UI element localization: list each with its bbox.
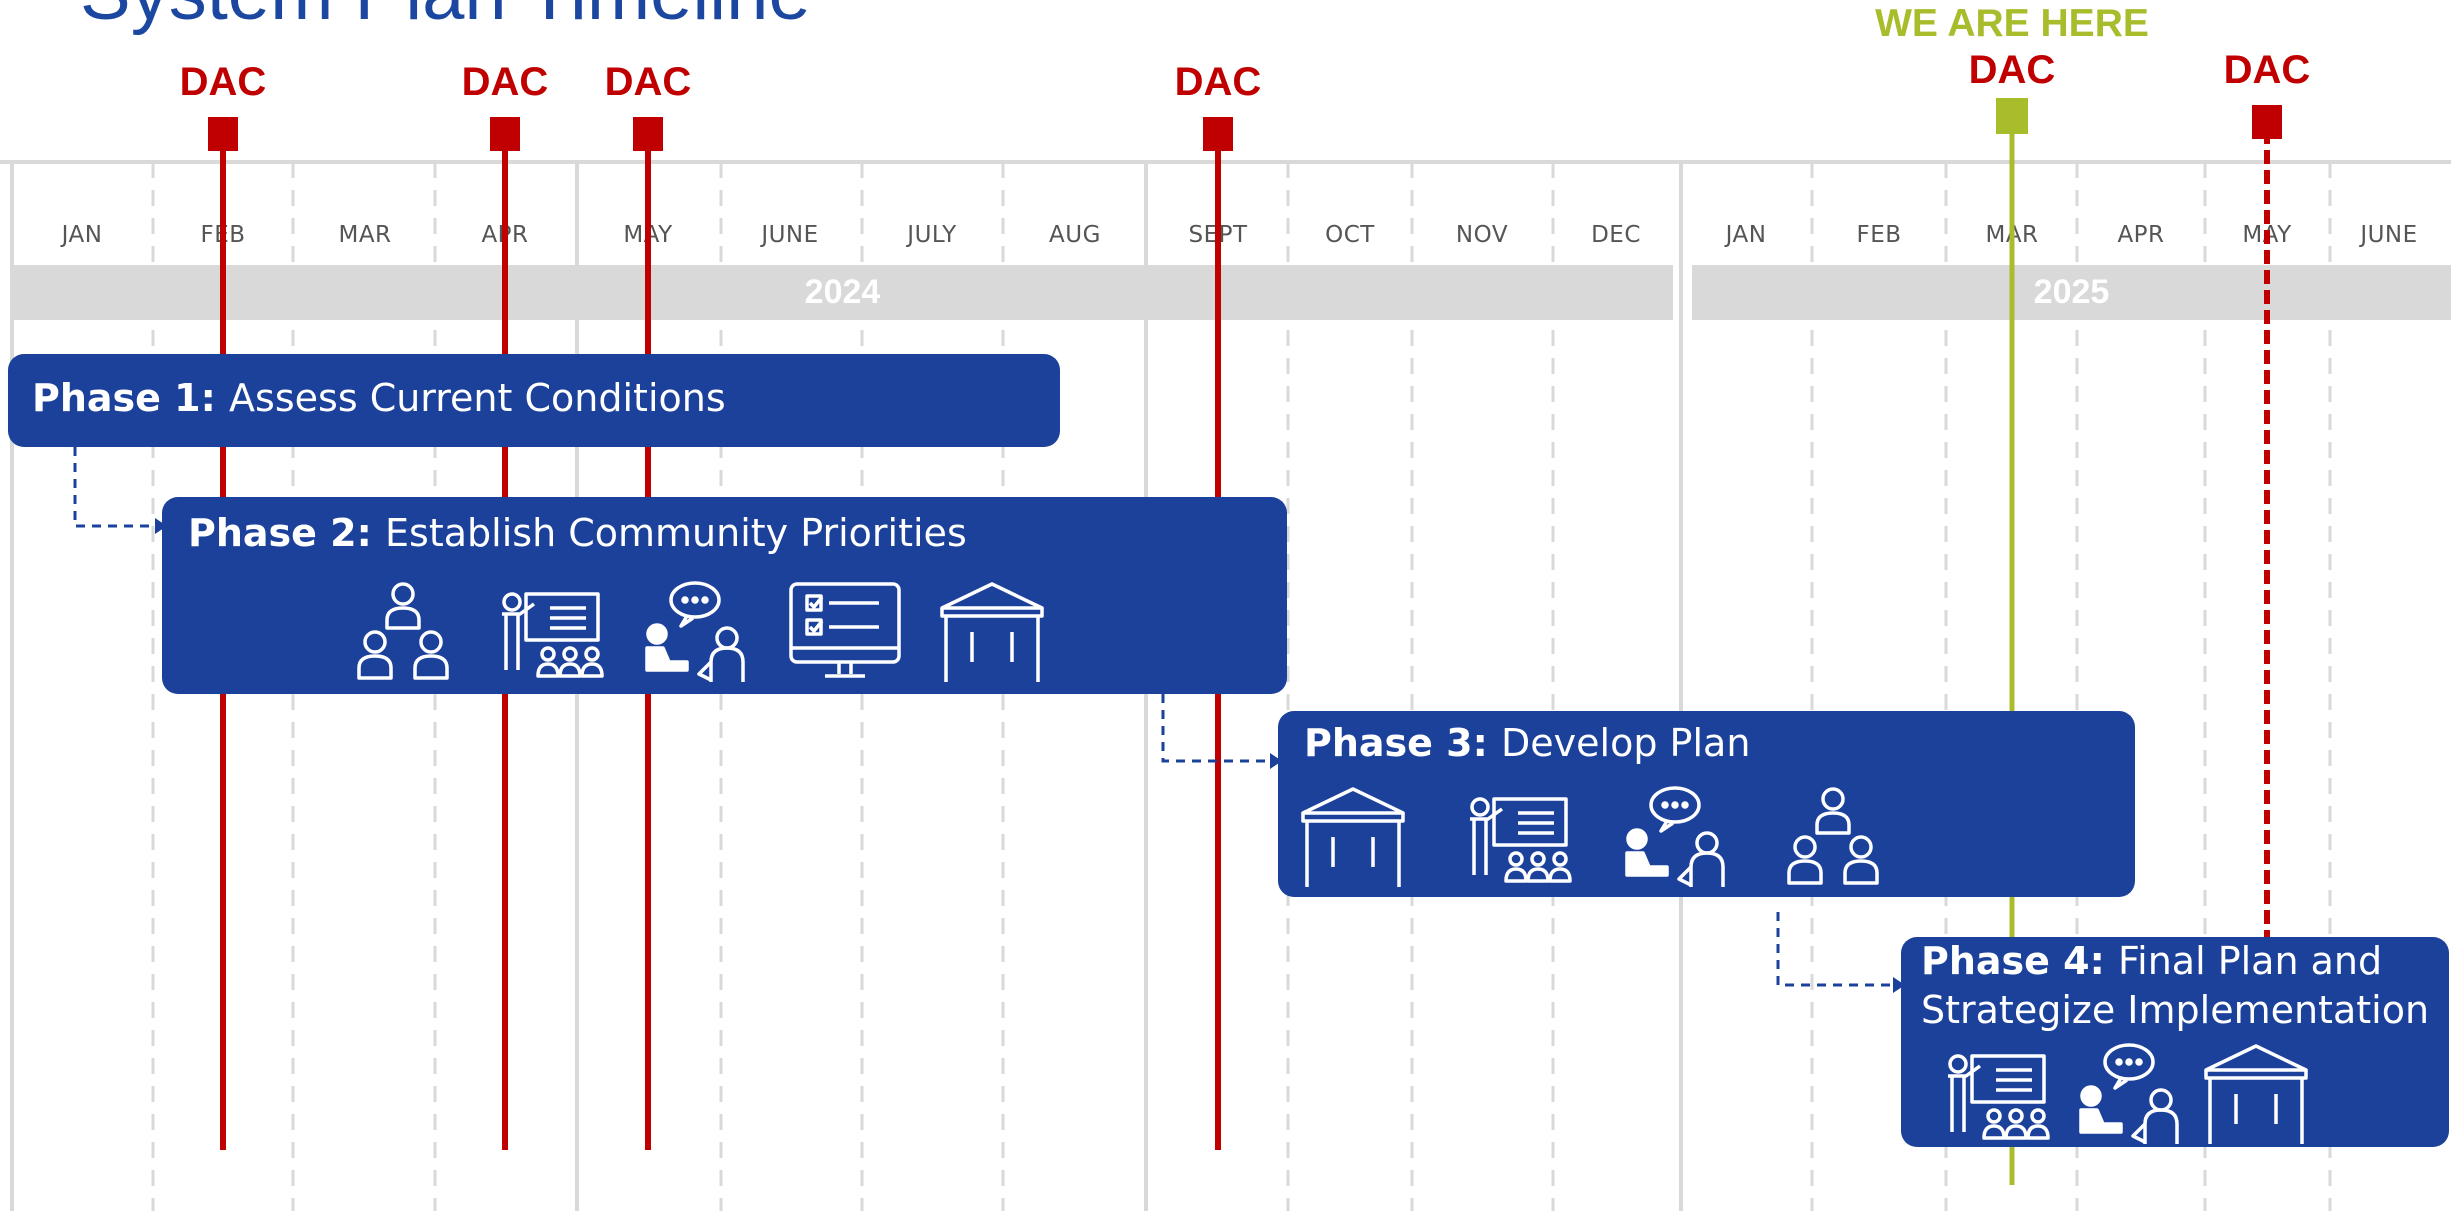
tent-icon (932, 578, 1052, 688)
month-label: JUNE (2360, 222, 2418, 248)
phase-description: Develop Plan (1501, 721, 1751, 765)
year-bar: 2024 (12, 265, 1673, 320)
month-label: JULY (907, 222, 957, 248)
conversation-icon (637, 578, 757, 688)
phase-box: Phase 1: Assess Current Conditions (8, 354, 1060, 447)
conversation-icon (1617, 783, 1737, 893)
connector-arrowhead (1893, 977, 1905, 993)
phase-description: Assess Current Conditions (229, 376, 726, 420)
connector-line (73, 447, 155, 528)
dac-label: DAC (1968, 48, 2056, 92)
dac-label: DAC (461, 60, 549, 104)
phase-number: Phase 1: (32, 376, 230, 420)
presentation-icon (1458, 783, 1578, 893)
year-label: 2025 (2033, 273, 2110, 311)
dac-marker-square (2252, 105, 2282, 139)
people-group-icon (343, 578, 463, 688)
dac-label: DAC (1174, 60, 1262, 104)
month-label: NOV (1455, 222, 1509, 248)
month-label: MAR (338, 222, 392, 248)
phase-description: Final Plan and (2118, 939, 2383, 983)
current-marker-square (1996, 98, 2028, 134)
connector-arrowhead (155, 518, 167, 534)
phase-number: Phase 2: (188, 511, 386, 555)
month-label: DEC (1591, 222, 1641, 248)
phase-description: Establish Community Priorities (385, 511, 967, 555)
month-label: JAN (61, 222, 103, 248)
phase-box: Phase 2: Establish Community Priorities (162, 497, 1287, 694)
dac-marker-square (490, 117, 520, 151)
presentation-icon (490, 578, 610, 688)
month-label: AUG (1049, 222, 1101, 248)
dac-marker-square (1203, 117, 1233, 151)
phase-title-line: Strategize Implementation (1921, 986, 2429, 1035)
dac-marker-square (633, 117, 663, 151)
phase-title-line: Phase 2: Establish Community Priorities (188, 509, 967, 558)
month-label: OCT (1325, 222, 1375, 248)
phase-description: Strategize Implementation (1921, 988, 2430, 1033)
phase-title-line: Phase 3: Develop Plan (1304, 719, 1750, 768)
month-label: APR (2117, 222, 2165, 248)
phase-title-line: Phase 1: Assess Current Conditions (32, 374, 726, 423)
dac-label: DAC (2223, 48, 2311, 92)
month-label: JUNE (761, 222, 819, 248)
dac-marker-square (208, 117, 238, 151)
dac-label: DAC (179, 60, 267, 104)
month-label: JAN (1725, 222, 1767, 248)
month-label: FEB (1856, 222, 1902, 248)
year-label: 2024 (804, 273, 881, 311)
phase-title: Phase 3: Develop Plan (1304, 719, 1750, 768)
connector-line (1161, 694, 1270, 763)
phase-title-line: Phase 4: Final Plan and (1921, 937, 2429, 986)
phase-title: Phase 2: Establish Community Priorities (188, 509, 967, 558)
connector-arrowhead (1270, 753, 1282, 769)
connector-line (1776, 912, 1893, 987)
presentation-icon (1936, 1040, 2056, 1150)
page-title: System Plan Timeline (80, 0, 811, 32)
dac-label: DAC (604, 60, 692, 104)
phase-number: Phase 3: (1304, 721, 1502, 765)
we-are-here-label: WE ARE HERE (1875, 2, 2149, 45)
phase-box: Phase 3: Develop Plan (1278, 711, 2135, 897)
tent-icon (2196, 1040, 2316, 1150)
people-group-icon (1773, 783, 1893, 893)
phase-number: Phase 4: (1921, 939, 2119, 983)
year-bar: 2025 (1692, 265, 2451, 320)
conversation-icon (2071, 1040, 2191, 1150)
checklist-monitor-icon (785, 578, 905, 688)
phase-title: Phase 1: Assess Current Conditions (32, 374, 726, 423)
tent-icon (1293, 783, 1413, 893)
